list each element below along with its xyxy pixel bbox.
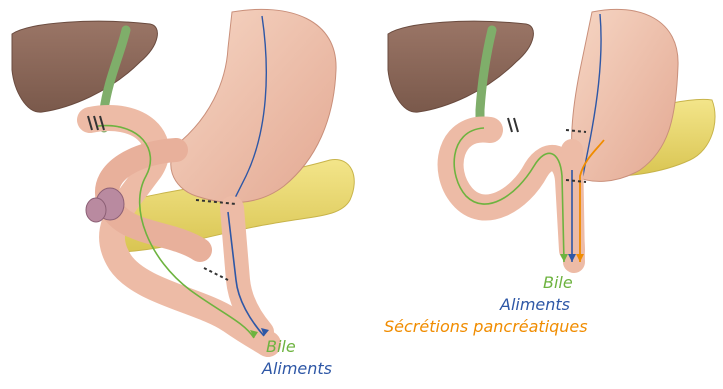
left-label-aliments: Aliments: [262, 360, 332, 378]
left-liver: [12, 21, 157, 112]
right-label-bile: Bile: [543, 274, 573, 292]
left-duodenum-stump-2: [86, 198, 106, 222]
right-intestine: [451, 129, 572, 250]
left-panel-diagram: [12, 9, 354, 344]
right-liver: [388, 21, 533, 112]
right-panel-diagram: [388, 9, 715, 262]
right-label-aliments: Aliments: [500, 296, 570, 314]
left-label-bile: Bile: [266, 338, 296, 356]
right-label-secretions: Sécrétions pancréatiques: [384, 318, 588, 336]
